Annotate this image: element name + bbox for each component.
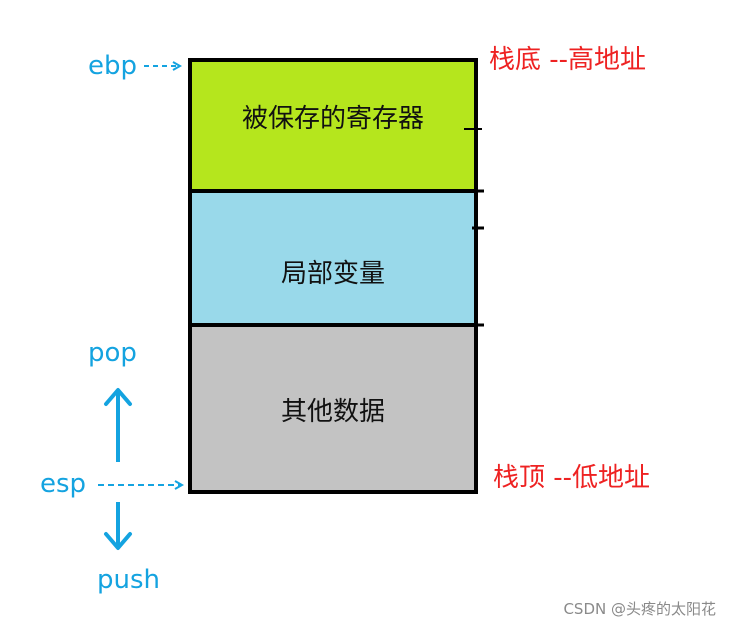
push-arrow-icon [104,502,132,550]
pop-label: pop [88,338,137,368]
other-data-block [188,323,478,494]
other-data-label: 其他数据 [280,397,385,427]
pop-arrow-icon [104,388,132,462]
local-variables-label: 局部变量 [280,259,385,289]
stack-bottom-label: 栈底 --高地址 [489,45,647,75]
push-label: push [97,565,161,595]
saved-registers-label: 被保存的寄存器 [241,104,424,134]
stack-top-label: 栈顶 --低地址 [493,463,651,493]
ebp-label: ebp [88,51,138,81]
watermark: CSDN @头疼的太阳花 [563,600,716,618]
local-variables-block [188,189,478,327]
saved-registers-block [188,58,478,193]
esp-label: esp [40,469,87,499]
